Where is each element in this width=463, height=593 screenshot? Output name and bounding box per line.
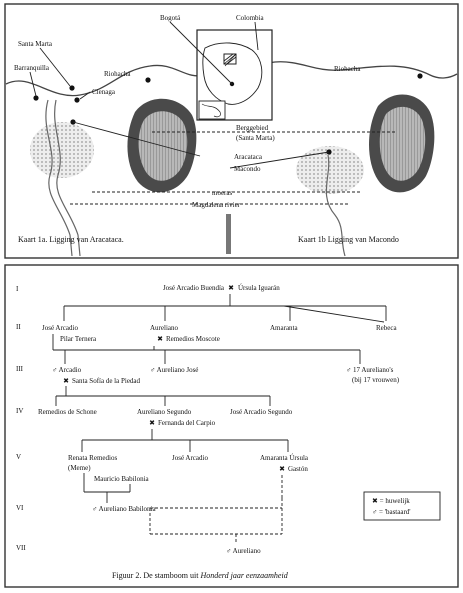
person-amaranta: Amaranta <box>270 324 298 332</box>
label-bogota: Bogotá <box>160 14 181 22</box>
person-17-aurelianos: ♂ 17 Aureliano's <box>346 366 394 374</box>
label-swamp: moeras <box>212 189 232 197</box>
legend-bastard: ♂ = 'bastaard' <box>372 508 411 516</box>
label-cienaga: Cienaga <box>92 88 116 96</box>
marriage-icon: ✖ <box>149 419 155 427</box>
person-aureliano-gen7: ♂ Aureliano <box>226 547 261 555</box>
label-barranquilla: Barranquilla <box>14 64 50 72</box>
map-panel: Santa Marta Barranquilla Cienaga Riohach… <box>4 3 459 259</box>
person-jose-arcadio-gen5: José Arcadio <box>172 454 208 462</box>
map-divider <box>226 214 231 254</box>
gen-label-7: VII <box>16 544 26 552</box>
gen-label-6: VI <box>16 504 24 512</box>
tree-panel: I II III IV V VI VII José Arcadio Buendí… <box>4 264 459 588</box>
person-aureliano-segundo: Aureliano Segundo <box>137 408 192 416</box>
label-mountains: Berggebied <box>236 124 269 132</box>
macondo-leader <box>229 151 330 169</box>
santa-marta-marker <box>69 85 75 91</box>
label-macondo: Macondo <box>234 165 261 173</box>
label-river: Magdalena rivier <box>192 201 241 209</box>
person-ursula-iguaran: Úrsula Iguarán <box>238 284 280 292</box>
person-rebeca: Rebeca <box>376 324 397 332</box>
person-fernanda-del-carpio: Fernanda del Carpio <box>158 419 216 427</box>
gen-label-2: II <box>16 323 21 331</box>
gen-label-1: I <box>16 285 19 293</box>
label-mountains-sub: (Santa Marta) <box>236 134 275 142</box>
gen-label-3: III <box>16 365 24 373</box>
tree-caption: Figuur 2. De stamboom uit Honderd jaar e… <box>112 571 289 580</box>
person-17-aurelianos-note: (bij 17 vrouwen) <box>352 376 400 384</box>
mountain-right-core <box>379 106 426 181</box>
legend: ✖ = huwelijk ♂ = 'bastaard' <box>363 491 441 521</box>
label-riohacha-left: Riohacha <box>104 70 131 78</box>
label-colombia: Colombia <box>236 14 265 22</box>
bogota-pointer <box>169 21 233 85</box>
person-aureliano: Aureliano <box>150 324 178 332</box>
swamp-area-right <box>296 146 364 194</box>
label-santa-marta: Santa Marta <box>18 40 53 48</box>
person-remedios-de-schone: Remedios de Schone <box>38 408 97 416</box>
person-mauricio-babilonia: Mauricio Babilonia <box>94 475 150 483</box>
person-arcadio: ♂ Arcadio <box>52 366 82 374</box>
gen-label-4: IV <box>16 407 23 415</box>
person-gaston: Gastón <box>288 465 308 473</box>
person-aureliano-jose: ♂ Aureliano José <box>150 366 198 374</box>
barranquilla-marker <box>33 95 39 101</box>
person-remedios-moscote: Remedios Moscote <box>166 335 220 343</box>
marriage-icon: ✖ <box>63 377 69 385</box>
label-aracataca: Aracataca <box>234 153 263 161</box>
map-caption-right: Kaart 1b Ligging van Macondo <box>298 235 399 244</box>
aracataca-leader <box>72 121 201 157</box>
marriage-icon: ✖ <box>228 284 234 292</box>
river-left <box>45 99 73 257</box>
map-caption-left: Kaart 1a. Ligging van Aracataca. <box>18 235 124 244</box>
riohacha-right-marker <box>417 73 423 79</box>
label-riohacha-right: Riohacha <box>334 65 361 73</box>
map-frame <box>4 3 459 259</box>
person-aureliano-babilonia: ♂ Aureliano Babilonia <box>92 505 156 513</box>
person-meme: (Meme) <box>68 464 91 472</box>
swamp-area-left <box>30 122 94 178</box>
person-amaranta-ursula: Amaranta Úrsula <box>260 454 309 462</box>
person-renata-remedios: Renata Remedios <box>68 454 117 462</box>
marriage-icon: ✖ <box>157 335 163 343</box>
legend-marriage: ✖ = huwelijk <box>372 497 410 505</box>
person-jose-arcadio-buendia: José Arcadio Buendía <box>163 284 225 292</box>
marriage-icon: ✖ <box>279 465 285 473</box>
gen-label-5: V <box>16 453 21 461</box>
tree-frame <box>4 264 459 588</box>
person-santa-sofia: Santa Sofía de la Piedad <box>72 377 141 385</box>
riohacha-left-marker <box>145 77 151 83</box>
river-right <box>325 154 346 257</box>
colombia-pointer <box>254 21 259 51</box>
cienaga-marker <box>74 97 80 103</box>
person-pilar-ternera: Pilar Ternera <box>60 335 97 343</box>
person-jose-arcadio: José Arcadio <box>42 324 78 332</box>
river-left-bank <box>54 99 81 257</box>
inset-colombia <box>196 29 273 121</box>
person-jose-arcadio-segundo: José Arcadio Segundo <box>230 408 293 416</box>
